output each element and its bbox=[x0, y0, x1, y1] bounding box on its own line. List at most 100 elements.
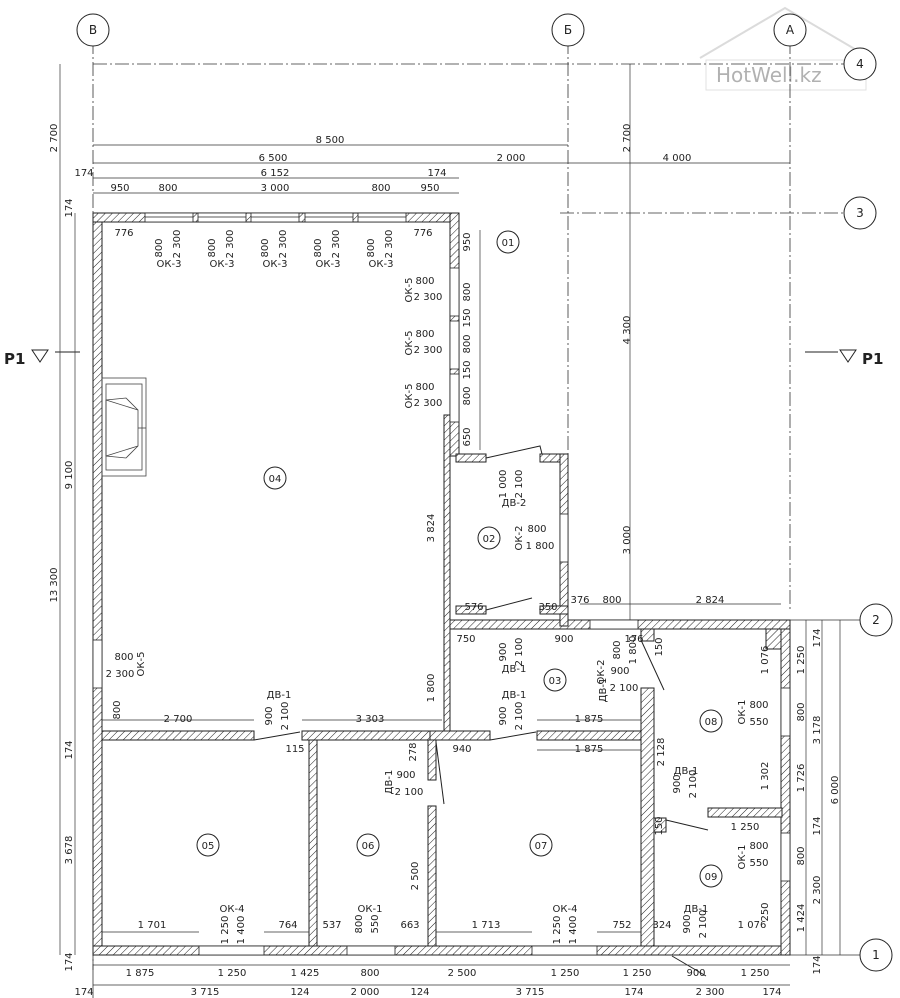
dim-text: 6 000 bbox=[830, 776, 841, 805]
axis-label-1: 1 bbox=[872, 948, 880, 962]
dim-text: 800 bbox=[612, 640, 623, 659]
window-label: ОК-4 bbox=[220, 904, 245, 915]
window-tag-ok5-west: 800 2 300 ОК-5 bbox=[106, 652, 147, 680]
door-label: ДВ-1 bbox=[674, 766, 699, 777]
room-tag-03: 03 bbox=[549, 676, 562, 687]
window-label: ОК-1 bbox=[358, 904, 383, 915]
dim-text: 1 250 bbox=[551, 968, 580, 979]
bottom-dimensions: 1 875 1 250 1 425 800 2 500 1 250 1 250 … bbox=[74, 968, 781, 998]
inner-dimensions: 776 776 4 300 2 700 3 000 950 800 150 80… bbox=[112, 124, 807, 933]
dim-text: 950 bbox=[462, 232, 473, 251]
dim-text: 3 715 bbox=[191, 987, 220, 998]
window-tag-ok3: 800 2 300 ОК-3 bbox=[207, 230, 236, 270]
top-dimensions: 8 500 6 500 2 000 4 000 174 6 152 174 95… bbox=[74, 135, 691, 194]
dim-text: 2 000 bbox=[351, 987, 380, 998]
dim-text: 124 bbox=[410, 987, 429, 998]
dim-text: 350 bbox=[538, 602, 557, 613]
window-tag-ok3: 800 2 300 ОК-3 bbox=[313, 230, 342, 270]
window-tag-ok5: ОК-5 800 2 300 bbox=[404, 382, 442, 409]
room-tag-05: 05 bbox=[202, 841, 215, 852]
dim-text: 1 800 bbox=[526, 541, 555, 552]
door-tag-dv1: ДВ-1 900 2 100 bbox=[672, 766, 699, 798]
dim-text: 3 178 bbox=[812, 716, 823, 745]
dim-text: 2 300 bbox=[696, 987, 725, 998]
door-tag-dv1: ДВ-1 900 2 100 bbox=[264, 690, 291, 730]
door-label: ДВ-2 bbox=[502, 498, 527, 509]
dim-text: 174 bbox=[74, 987, 93, 998]
window-tag-ok1: ОК-1 800 550 bbox=[737, 700, 769, 728]
dim-text: 800 bbox=[415, 276, 434, 287]
dim-text: 576 bbox=[464, 602, 483, 613]
dim-text: 900 bbox=[498, 706, 509, 725]
door-tag-dv2: 1 000 2 100 ДВ-2 bbox=[498, 470, 526, 509]
dim-text: 900 bbox=[686, 968, 705, 979]
window-label: ОК-3 bbox=[316, 259, 341, 270]
dim-text: 3 303 bbox=[356, 714, 385, 725]
dim-text: 3 824 bbox=[426, 514, 437, 543]
window-tag-ok5: ОК-5 800 2 300 bbox=[404, 276, 442, 303]
dim-text: 2 300 bbox=[278, 230, 289, 259]
dim-text: 2 100 bbox=[514, 470, 525, 499]
dim-text: 324 bbox=[652, 920, 671, 931]
axis-label-v: В bbox=[89, 23, 97, 37]
dim-text: 1 424 bbox=[796, 904, 807, 933]
dim-text: 150 bbox=[654, 816, 665, 835]
window-label: ОК-3 bbox=[369, 259, 394, 270]
window-label: ОК-5 bbox=[404, 384, 415, 409]
dim-text: 1 076 bbox=[738, 920, 767, 931]
dim-text: 9 100 bbox=[64, 461, 75, 490]
door-label: ДВ-1 bbox=[502, 664, 527, 675]
dim-text: 150 bbox=[654, 637, 665, 656]
dim-text: 800 bbox=[158, 183, 177, 194]
window-tag-ok3: 800 2 300 ОК-3 bbox=[366, 230, 395, 270]
dim-text: 800 bbox=[796, 846, 807, 865]
dim-text: 2 700 bbox=[49, 124, 60, 153]
window-label: ОК-2 bbox=[596, 660, 607, 685]
dim-text: 2 700 bbox=[622, 124, 633, 153]
dim-text: 1 250 bbox=[623, 968, 652, 979]
dim-text: 900 bbox=[396, 770, 415, 781]
dim-text: 650 bbox=[462, 427, 473, 446]
axis-label-a: А bbox=[786, 23, 795, 37]
dim-text: 174 bbox=[812, 816, 823, 835]
dim-text: 800 bbox=[114, 652, 133, 663]
dim-text: 800 bbox=[415, 382, 434, 393]
dim-text: 1 713 bbox=[472, 920, 501, 931]
dim-text: 1 875 bbox=[126, 968, 155, 979]
dim-text: 2 100 bbox=[514, 702, 525, 731]
dim-text: 800 bbox=[749, 700, 768, 711]
dim-text: 1 800 bbox=[426, 674, 437, 703]
dim-text: 800 bbox=[796, 702, 807, 721]
window-label: ОК-3 bbox=[263, 259, 288, 270]
dim-text: 800 bbox=[462, 334, 473, 353]
door-tag-dv1: ДВ-1 900 2 100 bbox=[682, 904, 709, 938]
axis-label-3: 3 bbox=[856, 206, 864, 220]
axis-label-2: 2 bbox=[872, 613, 880, 627]
opening-tags: 800 2 300 ОК-3 800 2 300 ОК-3 800 2 300 … bbox=[106, 230, 769, 945]
dim-text: 550 bbox=[749, 717, 768, 728]
window-tag-ok3: 800 2 300 ОК-3 bbox=[154, 230, 183, 270]
window-label: ОК-5 bbox=[404, 278, 415, 303]
dim-text: 2 300 bbox=[414, 398, 443, 409]
window-label: ОК-4 bbox=[553, 904, 578, 915]
dim-text: 800 bbox=[313, 238, 324, 257]
room-tag-04: 04 bbox=[269, 474, 282, 485]
dim-text: 900 bbox=[264, 706, 275, 725]
dim-text: 124 bbox=[290, 987, 309, 998]
dim-text: 776 bbox=[413, 228, 432, 239]
window-label: ОК-1 bbox=[737, 700, 748, 725]
room-tag-01: 01 bbox=[502, 238, 515, 249]
room-tag-07: 07 bbox=[535, 841, 548, 852]
dim-text: 8 500 bbox=[316, 135, 345, 146]
room-tag-02: 02 bbox=[483, 534, 496, 545]
dim-text: 174 bbox=[74, 168, 93, 179]
section-label-right: Р1 bbox=[862, 350, 883, 368]
dim-text: 150 bbox=[462, 308, 473, 327]
dim-text: 1 726 bbox=[796, 764, 807, 793]
window-tag-ok2: ОК-2 800 1 800 bbox=[514, 524, 554, 552]
room-tag-08: 08 bbox=[705, 717, 718, 728]
dim-text: 1 875 bbox=[575, 714, 604, 725]
dim-text: 174 bbox=[427, 168, 446, 179]
dim-text: 800 bbox=[360, 968, 379, 979]
